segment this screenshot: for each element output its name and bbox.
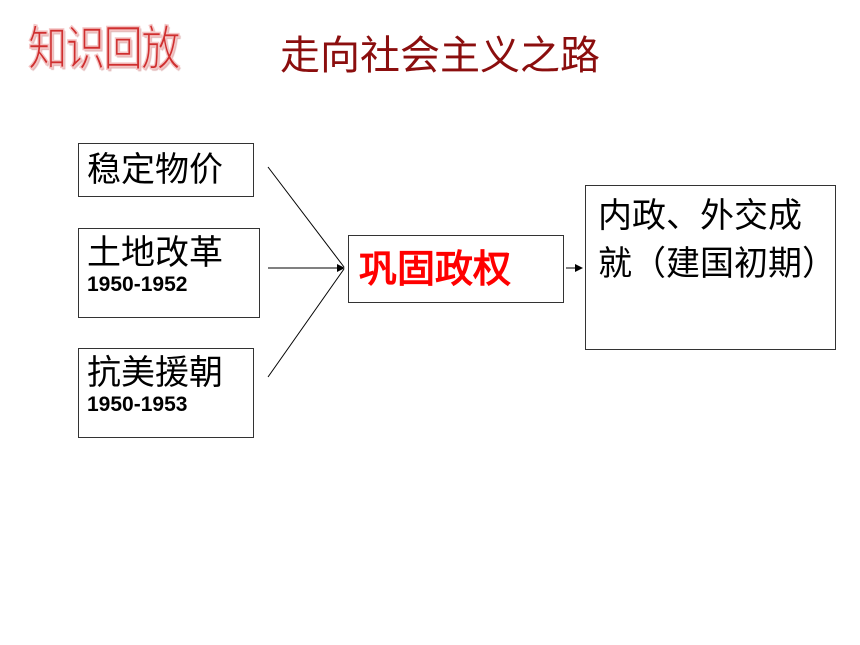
page-title: 走向社会主义之路 [280,33,600,79]
input-box-stabilize-prices: 稳定物价 [78,143,254,197]
arrow-korea-to-center [267,268,345,378]
input-box-land-reform: 土地改革 1950-1952 [78,228,260,318]
section-badge: 知识回放 [27,20,181,78]
input-dates: 1950-1952 [87,273,188,296]
result-label: 内政、外交成就（建国初期） [598,196,836,284]
input-label: 土地改革 [87,233,223,273]
center-label: 巩固政权 [359,247,512,291]
result-box-achievements: 内政、外交成就（建国初期） [585,185,836,350]
input-label: 抗美援朝 [87,353,223,393]
arrow-stabilize-to-center [267,166,345,268]
input-label: 稳定物价 [87,150,223,190]
input-dates: 1950-1953 [87,393,188,416]
input-box-korean-war: 抗美援朝 1950-1953 [78,348,254,438]
center-box-consolidate-power: 巩固政权 [348,235,564,303]
